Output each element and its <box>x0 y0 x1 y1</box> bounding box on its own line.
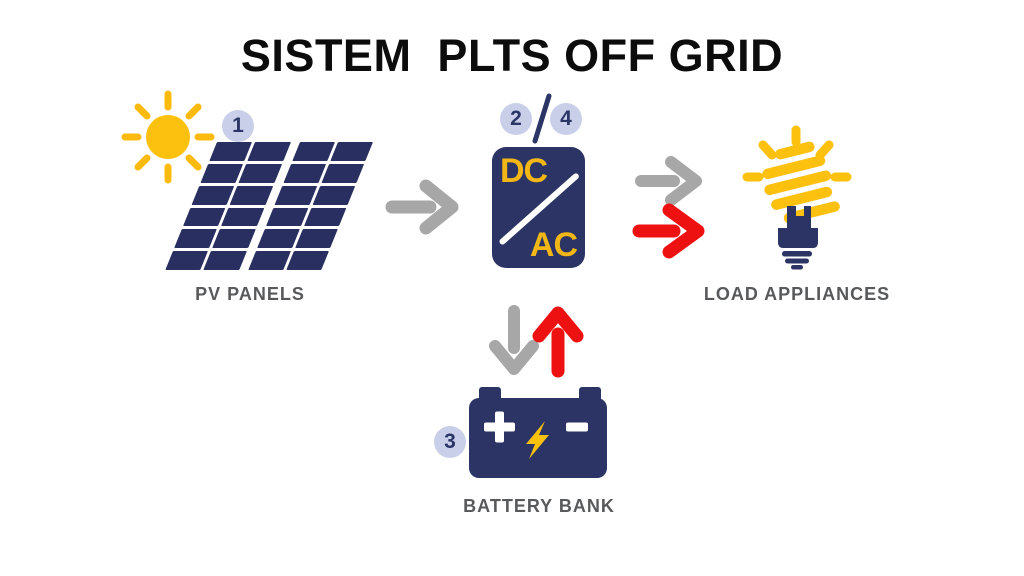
pv-cell <box>174 229 217 249</box>
battery-terminal-left <box>479 387 501 401</box>
pv-cell <box>200 163 244 183</box>
pv-cell <box>221 207 265 227</box>
arrow-pv-to-inverter <box>385 179 459 235</box>
battery-terminal-right <box>579 387 601 401</box>
pv-panels-label: PV PANELS <box>195 284 305 304</box>
pv-cell <box>203 251 247 270</box>
page-title: SISTEM PLTS OFF GRID <box>240 30 784 81</box>
pv-cell <box>212 229 256 249</box>
pv-cell <box>182 207 226 227</box>
pv-cell <box>265 207 309 227</box>
battery-bank-label: BATTERY BANK <box>463 496 615 516</box>
step-badge-2: 2 <box>500 103 532 135</box>
plus-icon <box>484 411 515 443</box>
inverter-icon: DC AC <box>492 147 585 268</box>
pv-cell <box>247 142 291 161</box>
pv-cell <box>209 142 253 161</box>
inverter-dc-text: DC <box>500 152 548 190</box>
pv-cell <box>291 142 335 161</box>
load-appliances-label: LOAD APPLIANCES <box>703 284 891 304</box>
arrow-battery-to-inverter <box>532 306 584 378</box>
bulb-rays <box>742 125 852 182</box>
sun-icon <box>121 90 215 184</box>
badge-separator-slash <box>532 93 552 144</box>
minus-icon <box>566 422 588 432</box>
arrow-inverter-to-battery <box>489 305 539 375</box>
lightning-bolt-icon <box>526 421 549 459</box>
pv-cell <box>274 185 318 205</box>
arrow-inverter-to-load-red <box>632 203 705 259</box>
step-badge-1: 1 <box>222 110 254 142</box>
bulb-base <box>778 206 818 270</box>
step-badge-4: 4 <box>550 103 582 135</box>
bulb-coil <box>762 141 840 224</box>
pv-cell <box>256 229 300 249</box>
pv-cell <box>165 251 209 270</box>
step-badge-3: 3 <box>434 426 466 458</box>
pv-cell <box>283 163 326 183</box>
inverter-ac-text: AC <box>529 226 578 264</box>
battery-icon <box>469 387 607 478</box>
light-bulb-icon <box>742 125 852 270</box>
pv-cell <box>229 185 273 205</box>
pv-cell <box>191 185 235 205</box>
pv-cell <box>238 163 282 183</box>
pv-cell <box>247 251 291 270</box>
arrow-inverter-to-load-gray <box>635 156 702 206</box>
